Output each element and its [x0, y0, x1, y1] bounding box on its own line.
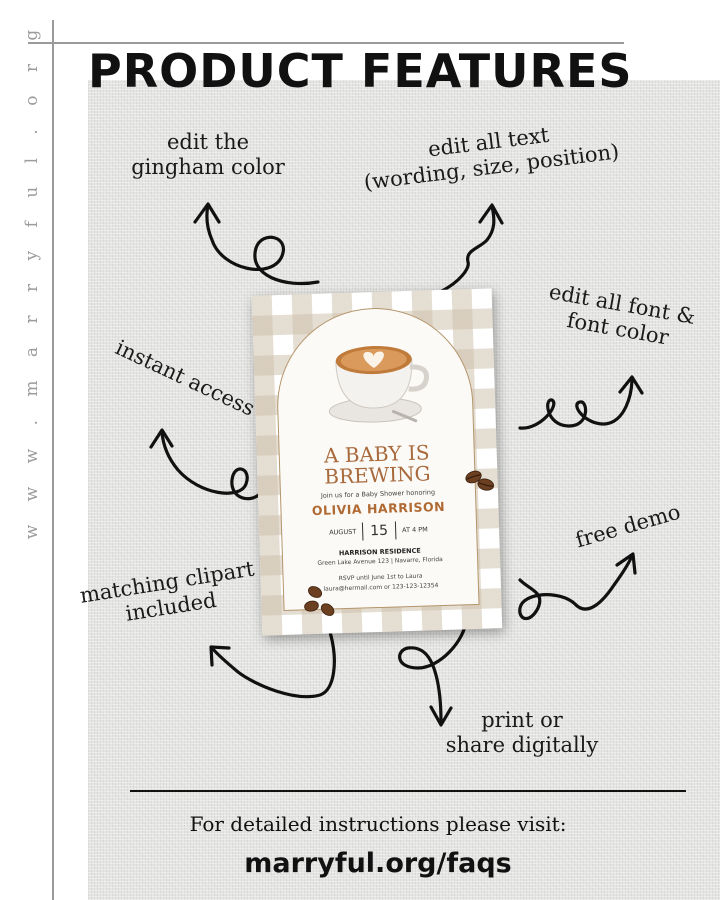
arrow-text-head [478, 203, 504, 225]
arrow-clipart-head [209, 645, 231, 667]
footer-instructions: For detailed instructions please visit: [189, 812, 567, 836]
vertical-divider [52, 20, 54, 900]
feature-print-line2: share digitally [445, 732, 599, 757]
arrow-instant [160, 430, 264, 501]
invitation-time: AT 4 PM [401, 525, 428, 535]
arrow-font [518, 376, 634, 430]
arrow-print-head [429, 705, 453, 727]
footer-faq-link[interactable]: marryful.org/faqs [244, 848, 512, 879]
feature-gingham: edit the gingham color [108, 130, 308, 180]
feature-gingham-line1: edit the [166, 130, 250, 154]
top-divider [28, 42, 624, 44]
feature-print-share: print or share digitally [432, 708, 612, 758]
coffee-beans-icon [465, 470, 495, 491]
coffee-cup-icon [328, 346, 429, 423]
arrow-instant-head [149, 428, 174, 449]
arrow-demo-head [615, 552, 637, 575]
arrow-print [398, 618, 468, 724]
arrow-font-head [618, 375, 644, 395]
arrow-gingham-head [193, 202, 221, 224]
arrow-text [438, 204, 496, 294]
feature-print-line1: print or [481, 708, 563, 732]
invitation-preview: A BABY IS BREWING Join us for a Baby Sho… [251, 288, 503, 636]
invitation-month: AUGUST [329, 527, 357, 537]
arrow-clipart [210, 630, 336, 699]
arrow-gingham [205, 203, 320, 286]
arrow-demo [518, 554, 634, 621]
coffee-beans-icon [304, 586, 335, 616]
invitation-day: 15 [361, 521, 397, 541]
feature-gingham-line2: gingham color [131, 154, 285, 179]
footer-divider [130, 790, 686, 792]
page-title: PRODUCT FEATURES [88, 44, 633, 98]
